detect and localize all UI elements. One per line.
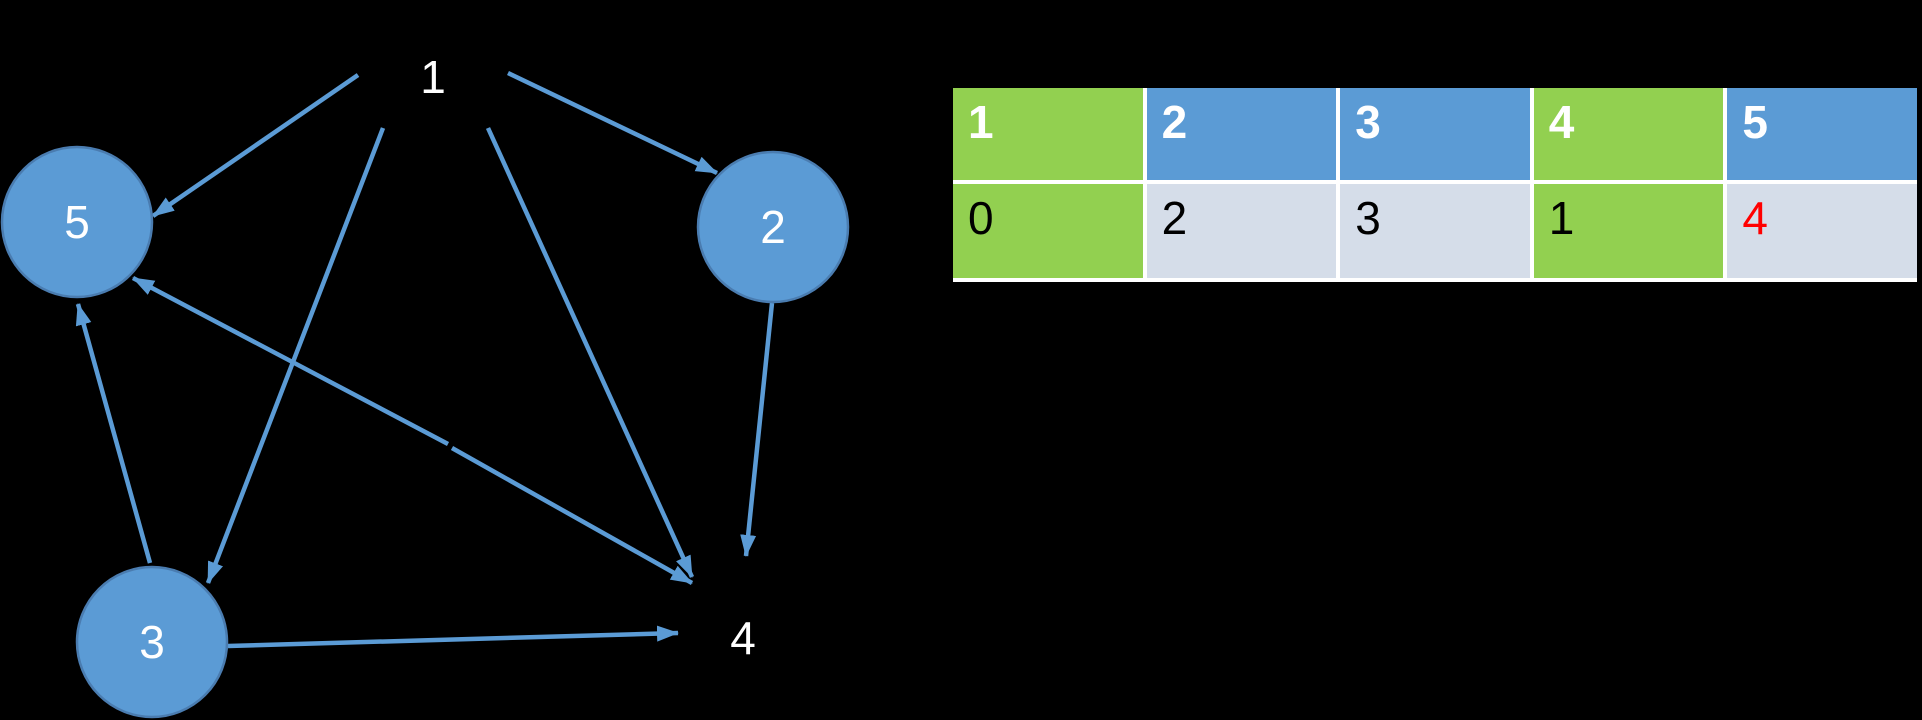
edge-1-to-5 <box>151 73 360 218</box>
header-cell-3: 3 <box>1340 88 1530 180</box>
header-cell-5: 5 <box>1727 88 1917 180</box>
distance-cell-3: 3 <box>1340 184 1530 278</box>
node-5-circle <box>0 145 154 299</box>
edge-1-to-2 <box>507 70 718 176</box>
node-1-label: 1 <box>420 51 446 103</box>
edge-1-to-3 <box>205 127 386 584</box>
edge-5-to-4-lower <box>450 446 694 585</box>
header-cell-1: 1 <box>953 88 1143 180</box>
distance-cell-2: 2 <box>1146 184 1337 278</box>
distance-cell-1: 0 <box>953 184 1143 278</box>
edge-2-to-4 <box>740 302 775 557</box>
edge-4-to-5-upper <box>131 276 450 446</box>
edge-3-to-5 <box>75 303 153 564</box>
node-2-label: 2 <box>760 201 786 253</box>
distance-cell-4: 1 <box>1533 184 1724 278</box>
node-4-label: 4 <box>730 612 756 664</box>
node-3-label: 3 <box>139 616 165 668</box>
header-cell-4: 4 <box>1533 88 1724 180</box>
edge-3-to-4 <box>227 625 679 649</box>
node-5-label: 5 <box>64 196 90 248</box>
node-3-circle <box>75 565 229 719</box>
distance-cell-5: 4 <box>1727 184 1917 278</box>
node-2-circle <box>696 150 850 304</box>
header-cell-2: 2 <box>1146 88 1337 180</box>
edge-1-to-4 <box>485 127 695 578</box>
